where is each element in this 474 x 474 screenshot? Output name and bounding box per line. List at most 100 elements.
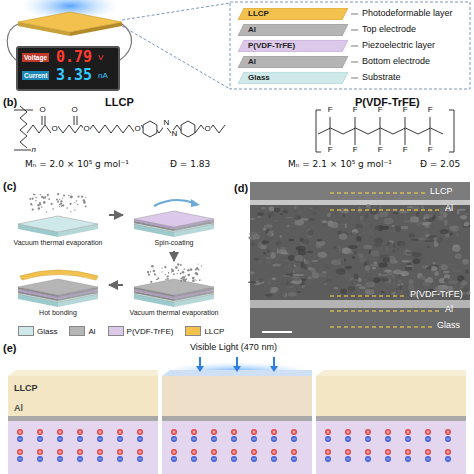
vapor-dot (162, 271, 163, 272)
legend-text: Al (88, 327, 95, 336)
sem-texture (312, 272, 320, 278)
vapor-dot (196, 273, 198, 275)
sem-texture (455, 279, 457, 281)
sem-texture (409, 279, 414, 284)
sem-texture (374, 243, 381, 247)
sem-texture (398, 274, 401, 279)
dipole-sign (38, 450, 41, 459)
dipole-sign (406, 430, 409, 439)
process-illustration (124, 192, 224, 238)
slab-top (134, 211, 214, 227)
llcp-layer (316, 376, 466, 416)
vapor-dot (76, 200, 77, 201)
vapor-dot (38, 207, 40, 209)
figure-label: P(VDF-TrFE) (410, 290, 463, 300)
sem-texture (280, 235, 282, 238)
vapor-dot (190, 268, 193, 271)
sem-texture (265, 259, 275, 265)
legend-swatch (108, 326, 124, 336)
figure-label: O (134, 125, 141, 134)
sem-texture (372, 267, 376, 270)
dipole-sign (426, 450, 429, 459)
layer-name: LLCP (248, 10, 269, 19)
dipole-sign (138, 450, 141, 459)
dipole-sign (138, 430, 141, 439)
figure-label: F (327, 106, 333, 115)
flow-arrow (109, 214, 123, 216)
sem-texture (288, 292, 297, 296)
dipole-sign (232, 450, 235, 459)
leader-line (351, 78, 358, 79)
sem-texture (378, 262, 387, 267)
dipole-sign (98, 450, 101, 459)
vapor-dot (165, 274, 166, 275)
layer-fill (238, 40, 348, 52)
vapor-dot (157, 279, 159, 281)
figure-label: F (327, 146, 333, 155)
sem-texture (338, 221, 342, 224)
sem-texture (425, 218, 434, 222)
sem-texture (365, 208, 371, 210)
dipole-sign (58, 430, 61, 439)
sem-texture (392, 225, 395, 227)
vapor-dot (59, 199, 60, 200)
vapor-dot (173, 273, 175, 275)
sem-texture (383, 282, 392, 286)
sem-texture (348, 250, 353, 253)
vapor-dot (183, 277, 185, 279)
figure-label: Top electrode (362, 25, 416, 35)
sem-texture (443, 212, 448, 217)
dipole-sign (212, 450, 215, 459)
sem-texture (257, 212, 264, 216)
vapor-dot (185, 276, 186, 277)
sem-texture (315, 242, 322, 248)
figure-label: O (83, 125, 90, 134)
sem-texture (337, 258, 342, 262)
dipole-sign (78, 450, 81, 459)
sem-texture (441, 255, 446, 260)
sem-texture (355, 224, 363, 229)
sem-texture (254, 284, 260, 286)
sem-texture (263, 252, 266, 255)
sem-texture (354, 251, 356, 255)
sem-texture (292, 276, 300, 278)
sem-texture (307, 251, 313, 253)
sem-texture (365, 289, 375, 295)
figure-label: (c) (3, 180, 16, 192)
sem-texture (447, 263, 456, 265)
sem-texture (261, 207, 266, 209)
vapor-dot (40, 194, 41, 195)
vapor-dot (168, 272, 170, 274)
sem-texture (401, 210, 409, 213)
sem-texture (460, 215, 467, 219)
sem-texture (423, 286, 428, 289)
vapor-dot (30, 203, 32, 205)
figure-label: Piezoelectric layer (362, 41, 435, 51)
sem-texture (400, 242, 406, 249)
wire (120, 24, 132, 60)
llcp-layer (8, 376, 158, 416)
vapor-dot (56, 199, 58, 201)
figure-label: LLCP (14, 384, 38, 394)
figure-label: n (31, 146, 36, 155)
dipole-sign (78, 430, 81, 439)
boundary-line (330, 327, 433, 328)
sem-texture (298, 250, 306, 256)
sem-texture (424, 279, 429, 282)
sem-texture (462, 259, 469, 265)
vapor-dot (85, 206, 87, 208)
sem-texture (401, 226, 409, 230)
legend-item: P(VDF-TrFE) (108, 326, 174, 336)
sem-texture (407, 206, 413, 208)
vapor-dot (57, 200, 59, 202)
layer-slab: Al (238, 56, 348, 68)
sem-texture (265, 276, 272, 283)
pvdf-layer (316, 421, 466, 474)
process-illustration (8, 262, 108, 308)
sem-texture (308, 276, 312, 279)
sem-al (250, 300, 470, 308)
figure-label: Mₙ = 2.0 × 10⁵ g mol⁻¹ (25, 160, 129, 170)
meter-reading: 0.79 (56, 49, 92, 66)
sem-texture (336, 243, 339, 249)
